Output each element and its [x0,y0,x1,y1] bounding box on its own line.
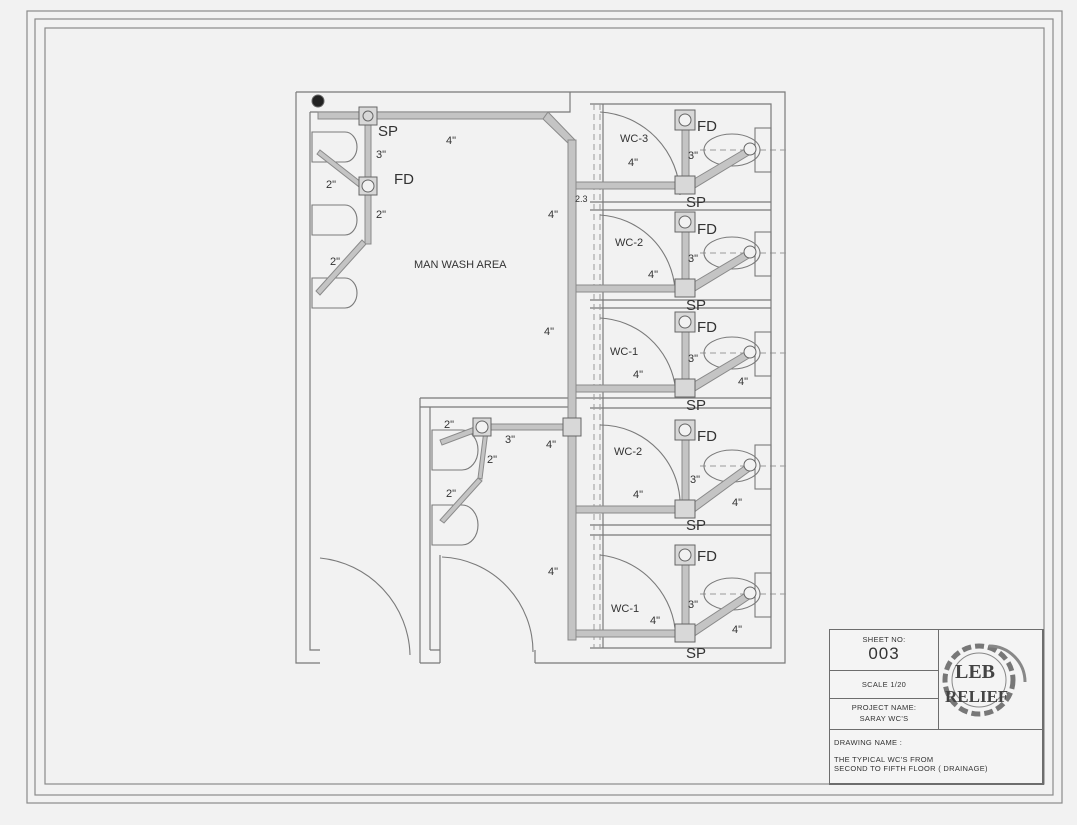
drain-pipes [315,111,755,641]
svg-text:RELIEF: RELIEF [945,687,1008,706]
svg-text:4": 4" [633,369,643,381]
svg-text:3": 3" [688,599,698,611]
svg-text:4": 4" [628,157,638,169]
fixture-boxes [311,94,757,643]
company-logo-icon: LEB RELIEF [942,643,1027,717]
svg-text:3": 3" [688,150,698,162]
svg-text:4": 4" [732,497,742,509]
svg-text:4": 4" [648,269,658,281]
svg-text:4": 4" [732,624,742,636]
sheet-number: 003 [868,644,900,663]
svg-text:SP: SP [686,194,706,211]
svg-text:SP: SP [686,297,706,314]
svg-text:FD: FD [697,319,717,336]
svg-text:4": 4" [738,376,748,388]
svg-text:2": 2" [330,256,340,268]
room-label: WC-3 [620,133,648,145]
svg-text:SP: SP [686,517,706,534]
svg-text:2": 2" [376,209,386,221]
svg-text:4": 4" [446,135,456,147]
svg-text:SP: SP [378,123,398,140]
svg-text:3": 3" [505,434,515,446]
svg-text:2": 2" [444,419,454,431]
svg-text:2": 2" [487,454,497,466]
svg-text:FD: FD [394,171,414,188]
room-label: WC-2 [614,446,642,458]
svg-text:3": 3" [376,149,386,161]
drawing-name-line1: THE TYPICAL WC'S FROM [834,755,934,764]
svg-text:4": 4" [544,326,554,338]
svg-text:FD: FD [697,118,717,135]
project-name-label: PROJECT NAME: [851,703,917,712]
drawing-name-label: DRAWING NAME : [834,738,903,747]
drawing-name-line2: SECOND TO FIFTH FLOOR ( DRAINAGE) [834,764,988,773]
svg-text:4": 4" [548,209,558,221]
area-label: MAN WASH AREA [414,259,507,271]
svg-text:2": 2" [446,488,456,500]
svg-text:4": 4" [548,566,558,578]
scale-value: SCALE 1/20 [861,680,907,689]
svg-text:FD: FD [697,548,717,565]
drawing-labels: MAN WASH AREA SP FD 3" 4" 2" 2" 2" 4" 4"… [326,118,748,662]
svg-text:4": 4" [650,615,660,627]
urinals [311,131,479,546]
sheet-number-cell: SHEET NO: 003 [829,629,939,671]
room-label: WC-1 [610,346,638,358]
svg-text:3": 3" [688,253,698,265]
svg-text:FD: FD [697,221,717,238]
svg-text:3": 3" [690,474,700,486]
logo-cell: LEB RELIEF [938,629,1044,730]
project-name-cell: PROJECT NAME: SARAY WC'S [829,698,939,730]
svg-text:SP: SP [686,397,706,414]
svg-text:2.3: 2.3 [575,194,588,204]
svg-text:SP: SP [686,645,706,662]
sheet-no-label: SHEET NO: [862,635,906,644]
title-block: SHEET NO: 003 SCALE 1/20 PROJECT NAME: S… [829,629,1044,785]
sheet-frame [26,10,1063,804]
drawing-name-cell: DRAWING NAME : THE TYPICAL WC'S FROM SEC… [829,729,1044,785]
svg-text:4": 4" [633,489,643,501]
svg-text:3": 3" [688,353,698,365]
room-label: WC-2 [615,237,643,249]
room-label: WC-1 [611,603,639,615]
svg-text:LEB: LEB [955,661,995,683]
project-name: SARAY WC'S [859,714,909,723]
svg-text:4": 4" [546,439,556,451]
svg-text:2": 2" [326,179,336,191]
scale-cell: SCALE 1/20 [829,670,939,699]
svg-text:FD: FD [697,428,717,445]
